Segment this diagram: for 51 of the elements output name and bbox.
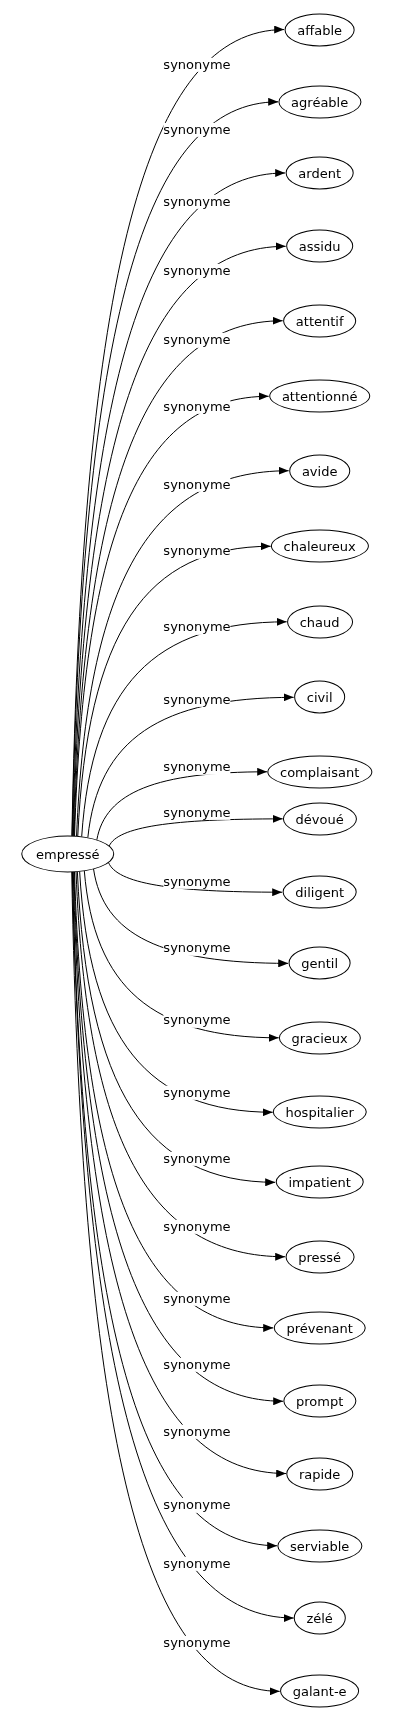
edge-label: synonyme <box>163 1013 231 1028</box>
word-ellipse: empressé <box>21 835 115 873</box>
edge-label: synonyme <box>163 1219 231 1234</box>
edge-label: synonyme <box>163 57 231 73</box>
word-ellipse: gracieux <box>278 1021 361 1055</box>
word-ellipse: civil <box>293 680 346 714</box>
edge-label: synonyme <box>163 399 231 414</box>
word-ellipse: chaleureux <box>270 529 369 563</box>
edge-label: synonyme <box>163 122 231 137</box>
word-ellipse: serviable <box>277 1529 363 1563</box>
word-ellipse: attentionné <box>268 379 371 413</box>
word-ellipse: hospitalier <box>272 1095 367 1129</box>
word-ellipse: complaisant <box>267 755 373 789</box>
word-ellipse: prévenant <box>273 1311 366 1345</box>
edge-label: synonyme <box>163 1357 231 1372</box>
edge-label: synonyme <box>163 1424 231 1439</box>
edge-label: synonyme <box>163 1291 231 1307</box>
edge-label: synonyme <box>163 1498 231 1513</box>
word-ellipse: diligent <box>282 875 357 909</box>
arrow <box>75 871 286 1260</box>
word-ellipse: galant-e <box>279 1674 360 1708</box>
edge-label: synonyme <box>163 1085 231 1100</box>
word-ellipse: chaud <box>286 605 353 639</box>
word-ellipse: zélé <box>293 1601 346 1635</box>
edge-label: synonyme <box>163 333 231 348</box>
edge-label: synonyme <box>163 477 231 493</box>
edge-label: synonyme <box>163 194 231 209</box>
arrow <box>77 542 272 837</box>
word-ellipse: ardent <box>285 156 354 190</box>
word-ellipse: agréable <box>278 85 362 119</box>
word-ellipse: gentil <box>288 946 352 980</box>
word-ellipse: attentif <box>282 304 357 338</box>
arrow <box>76 467 290 837</box>
word-ellipse: pressé <box>285 1240 355 1274</box>
word-ellipse: prompt <box>283 1384 357 1418</box>
arrow <box>74 393 270 837</box>
edge-label: synonyme <box>163 1556 231 1571</box>
edge-label: synonyme <box>163 1635 231 1650</box>
arrow <box>76 871 276 1186</box>
arrow <box>73 871 274 1331</box>
word-ellipse: rapide <box>285 1457 354 1490</box>
word-ellipse: impatient <box>275 1165 364 1199</box>
word-ellipse: avide <box>288 454 351 488</box>
arrow <box>108 814 284 847</box>
word-ellipse: dévoué <box>282 802 357 836</box>
edge-label: synonyme <box>163 264 231 279</box>
arrow <box>79 870 274 1116</box>
word-ellipse: assidu <box>285 229 354 263</box>
arrow <box>87 693 295 839</box>
edge-label: synonyme <box>163 1151 231 1167</box>
word-ellipse: affable <box>284 13 356 47</box>
